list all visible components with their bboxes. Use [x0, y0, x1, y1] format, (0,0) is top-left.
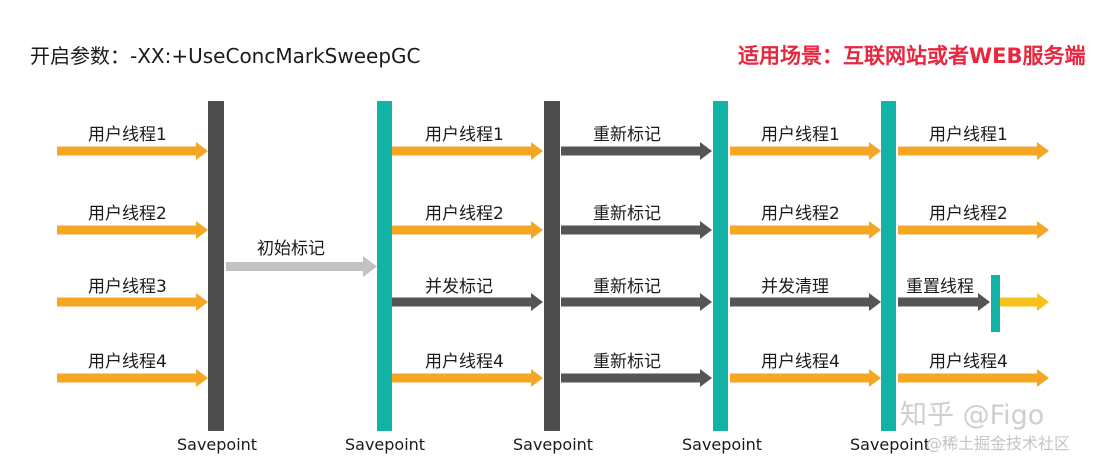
label-col5-row2: 用户线程2	[929, 204, 1008, 224]
arrow-col2-row1	[392, 142, 543, 160]
arrow-col0-row1	[57, 142, 208, 160]
arrow-col4-row3	[730, 293, 881, 311]
header-params: 开启参数：-XX:+UseConcMarkSweepGC	[30, 44, 421, 68]
arrow-col3-row3	[561, 293, 712, 311]
label-initial-mark: 初始标记	[257, 239, 325, 259]
arrow-col3-row2	[561, 221, 712, 239]
savepoint-label-1: Savepoint	[177, 435, 258, 454]
savepoint-label-2: Savepoint	[345, 435, 426, 454]
label-col5-row1: 用户线程1	[929, 125, 1008, 145]
arrow-col3-row1	[561, 142, 712, 160]
savepoint-label-4: Savepoint	[682, 435, 763, 454]
savepoint-label-5: Savepoint	[850, 435, 931, 454]
arrow-col5-row1	[898, 142, 1049, 160]
label-col0-row1: 用户线程1	[88, 125, 167, 145]
label-col3-row2: 重新标记	[593, 204, 661, 224]
label-col4-row3: 并发清理	[761, 277, 829, 297]
label-col2-row2: 用户线程2	[425, 204, 504, 224]
arrow-col2-row2	[392, 221, 543, 239]
label-col3-row1: 重新标记	[593, 125, 661, 145]
arrow-col0-row2	[57, 221, 208, 239]
arrow-col4-row2	[730, 221, 881, 239]
arrow-col3-row4	[561, 369, 712, 387]
arrow-col4-row1	[730, 142, 881, 160]
watermark-zhihu: 知乎 @Figo	[900, 400, 1045, 431]
savepoint-label-3: Savepoint	[513, 435, 594, 454]
label-col5-row3: 重置线程	[906, 277, 974, 297]
reset-bar	[991, 275, 1000, 332]
header-scenario: 适用场景：互联网站或者WEB服务端	[738, 44, 1086, 68]
arrow-col0-row4	[57, 369, 208, 387]
arrow-col2-row3	[392, 293, 543, 311]
savepoint-bar-1	[208, 101, 224, 431]
arrow-col0-row3	[57, 293, 208, 311]
label-col0-row3: 用户线程3	[88, 277, 167, 297]
arrow-col5-row3-reset	[898, 293, 990, 311]
arrow-col5-row3-resume	[1000, 293, 1049, 311]
arrow-col5-row4	[898, 369, 1049, 387]
label-col4-row4: 用户线程4	[761, 352, 840, 372]
label-col3-row4: 重新标记	[593, 352, 661, 372]
label-col0-row4: 用户线程4	[88, 352, 167, 372]
label-col0-row2: 用户线程2	[88, 204, 167, 224]
savepoint-bar-5	[881, 101, 896, 431]
savepoint-bar-3	[544, 101, 560, 431]
label-col3-row3: 重新标记	[593, 277, 661, 297]
label-col4-row1: 用户线程1	[761, 125, 840, 145]
label-col2-row1: 用户线程1	[425, 125, 504, 145]
label-col5-row4: 用户线程4	[929, 352, 1008, 372]
arrow-col4-row4	[730, 369, 881, 387]
label-col4-row2: 用户线程2	[761, 204, 840, 224]
savepoint-bar-4	[713, 101, 728, 431]
arrow-col5-row2	[898, 221, 1049, 239]
label-col2-row4: 用户线程4	[425, 352, 504, 372]
label-col2-row3: 并发标记	[425, 277, 493, 297]
watermark-juejin: @稀土掘金技术社区	[926, 434, 1071, 453]
arrow-col2-row4	[392, 369, 543, 387]
arrow-initial-mark	[226, 256, 377, 277]
savepoint-bar-2	[377, 101, 392, 431]
